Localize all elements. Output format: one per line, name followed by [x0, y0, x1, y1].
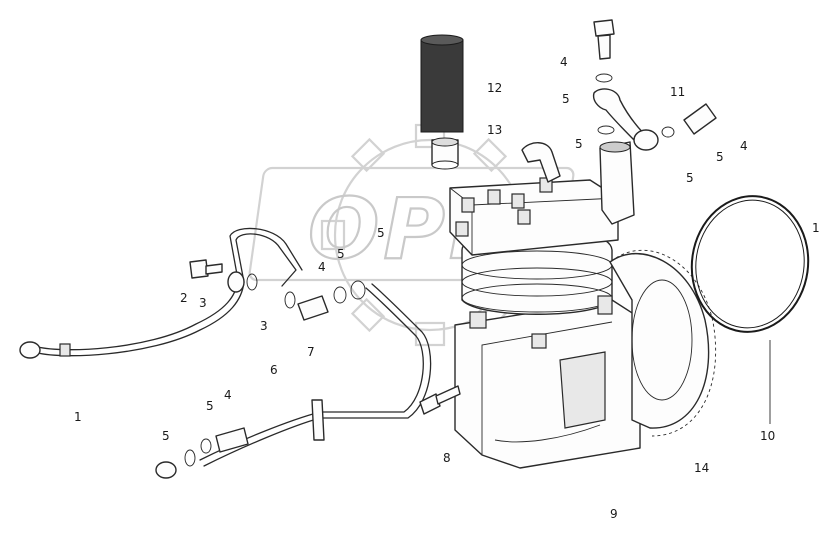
o-ring [690, 195, 810, 333]
callout-6: 6 [270, 363, 278, 377]
callout-1-left: 1 [74, 410, 82, 424]
callout-5-lower-a: 5 [206, 399, 214, 413]
callout-5-upper: 5 [575, 137, 583, 151]
callout-13: 13 [487, 123, 502, 137]
callout-5-mid-a: 5 [377, 226, 385, 240]
callout-5-mid-b: 5 [337, 247, 345, 261]
callout-14: 14 [694, 461, 709, 475]
callout-12: 12 [487, 81, 502, 95]
callout-3-lower: 3 [260, 319, 268, 333]
callout-10: 10 [760, 429, 775, 443]
compressor-body [449, 141, 641, 469]
left-pipes [19, 227, 461, 479]
callout-9: 9 [610, 507, 618, 521]
callout-3-upper: 3 [199, 296, 207, 310]
callout-4-top: 4 [560, 55, 568, 69]
part-tube [420, 34, 464, 170]
callout-8: 8 [443, 451, 451, 465]
callout-4-lower: 4 [224, 388, 232, 402]
upper-fittings [592, 19, 717, 151]
drive-gear [609, 249, 717, 437]
callout-2: 2 [180, 291, 188, 305]
callout-4-right: 4 [740, 139, 748, 153]
callout-labels: 1 1 2 3 3 4 4 4 4 5 5 5 5 5 5 5 5 6 7 8 … [74, 55, 820, 521]
callout-5-lower-b: 5 [162, 429, 170, 443]
callout-5-right-upper: 5 [716, 150, 724, 164]
callout-5-top: 5 [562, 92, 570, 106]
callout-7: 7 [307, 345, 315, 359]
callout-11: 11 [670, 85, 685, 99]
callout-4-mid: 4 [318, 260, 326, 274]
callout-5-right-lower: 5 [686, 171, 694, 185]
callout-1-right: 1 [812, 221, 820, 235]
